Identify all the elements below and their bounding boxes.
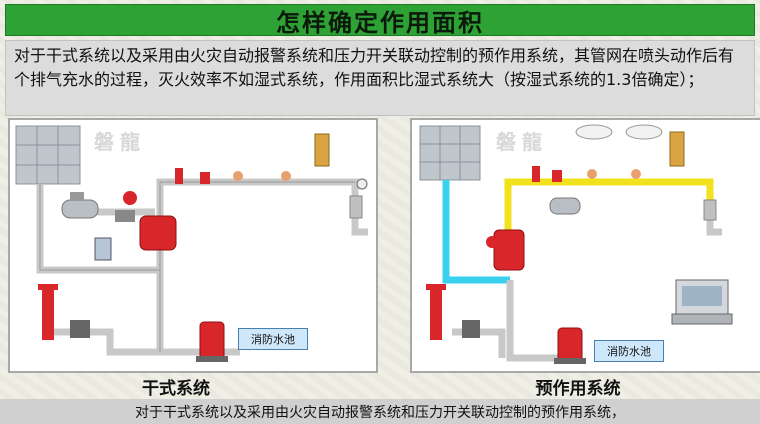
description-box: 对于干式系统以及采用由火灾自动报警系统和压力开关联动控制的预作用系统，其管网在喷… bbox=[5, 40, 755, 116]
dry-system-caption: 干式系统 bbox=[142, 379, 210, 399]
preaction-valve-icon bbox=[486, 229, 525, 271]
pipe-outline bbox=[39, 181, 355, 352]
title-bar: 怎样确定作用面积 bbox=[5, 4, 755, 37]
air-compressor-icon bbox=[61, 192, 99, 219]
water-tank-icon bbox=[15, 125, 81, 185]
dry-pipe-valve-icon bbox=[115, 191, 177, 251]
footer-text: 对于干式系统以及采用由火灾自动报警系统和压力开关联动控制的预作用系统， bbox=[135, 404, 625, 421]
sprinkler-head-icon bbox=[532, 166, 641, 182]
page-title: 怎样确定作用面积 bbox=[276, 8, 484, 37]
fire-hydrant-icon bbox=[426, 284, 480, 340]
dry-system-svg bbox=[15, 125, 368, 362]
pump-icon bbox=[554, 327, 586, 364]
watermark: 磐龍 bbox=[496, 130, 548, 154]
preaction-system-diagram: 磐龍 bbox=[410, 118, 760, 373]
watermark: 磐龍 bbox=[94, 130, 146, 154]
pump-icon bbox=[196, 321, 228, 362]
control-box-icon bbox=[94, 237, 112, 261]
air-pipe bbox=[504, 178, 714, 230]
preaction-system-svg bbox=[419, 124, 733, 364]
water-tank-icon bbox=[419, 125, 481, 181]
dry-system-diagram: 磐龍 bbox=[8, 118, 378, 373]
fire-hydrant-icon bbox=[38, 284, 90, 340]
smoke-detector-icon bbox=[575, 124, 663, 140]
preaction-system-caption: 预作用系统 bbox=[535, 379, 621, 399]
water-pipe bbox=[442, 180, 510, 284]
fire-pool-label: 消防水池 bbox=[238, 328, 308, 350]
footer-subtitle: 对于干式系统以及采用由火灾自动报警系统和压力开关联动控制的预作用系统， bbox=[0, 399, 760, 424]
description-text: 对于干式系统以及采用由火灾自动报警系统和压力开关联动控制的预作用系统，其管网在喷… bbox=[14, 46, 735, 89]
fire-pool-label: 消防水池 bbox=[594, 340, 664, 362]
control-panel-icon bbox=[671, 279, 733, 325]
test-valve-icon bbox=[669, 131, 717, 221]
sprinkler-head-icon bbox=[175, 168, 291, 184]
test-valve-icon bbox=[314, 133, 368, 219]
air-compressor-icon bbox=[549, 197, 581, 215]
